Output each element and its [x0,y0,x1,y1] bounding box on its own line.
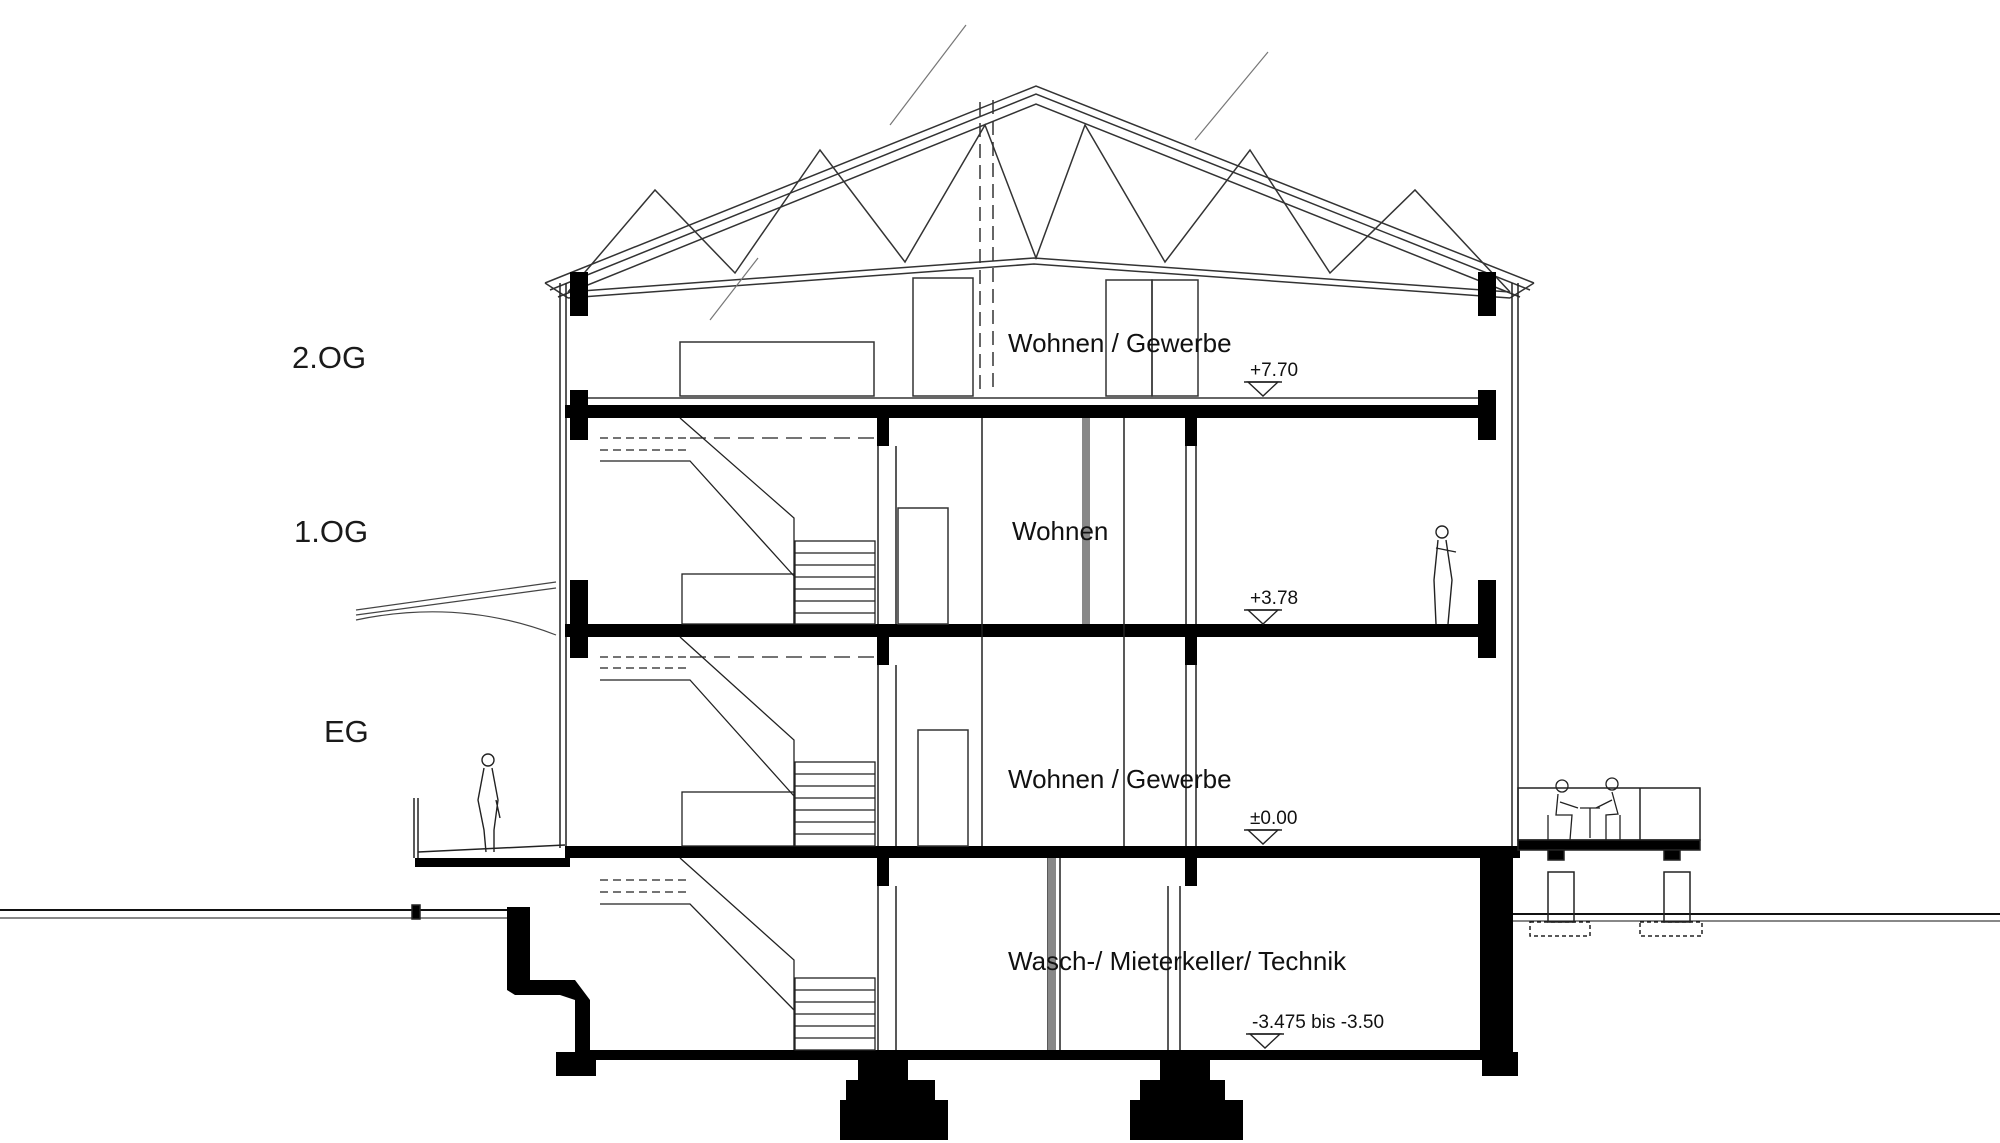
roof-truss [544,24,1535,390]
furniture-box [679,341,875,397]
elevation-marker-og2 [1244,381,1282,397]
room-label-2og: Wohnen / Gewerbe [1008,328,1232,358]
entrance-landing [411,798,566,920]
room-label-1og: Wohnen [1012,516,1108,546]
wall-columns [570,272,1496,658]
room-label-eg: Wohnen / Gewerbe [1008,764,1232,794]
level-label-eg: EG [324,714,369,749]
canopy [355,581,557,636]
elevation-label-og2: +7.70 [1250,360,1298,381]
stair-eg [600,636,876,847]
elevation-label-ug: -3.475 bis -3.50 [1252,1012,1384,1033]
room-label-ug: Wasch-/ Mieterkeller/ Technik [1008,946,1347,976]
elevation-marker-og1 [1244,609,1282,625]
person-figure-1og [1433,525,1457,625]
floor-slabs [415,405,1520,1076]
exterior-walls [559,283,1519,848]
person-figures-terrace [1547,777,1621,841]
elevation-label-eg: ±0.00 [1250,808,1297,829]
stair-1og [600,417,876,625]
ground-line [0,909,2000,922]
person-figure-entrance [477,753,501,853]
doors [897,277,1199,847]
level-label-1og: 1.OG [294,514,369,549]
retaining-wall [507,907,590,1052]
stair-ug [600,857,876,1051]
elevation-marker-eg [1244,829,1282,845]
gray-partition [1048,418,1090,1050]
terrace [1517,787,1703,937]
level-label-2og: 2.OG [292,340,367,375]
elevation-label-og1: +3.78 [1250,588,1298,609]
elevation-marker-ug [1246,1033,1284,1049]
foundations [840,1060,1243,1140]
